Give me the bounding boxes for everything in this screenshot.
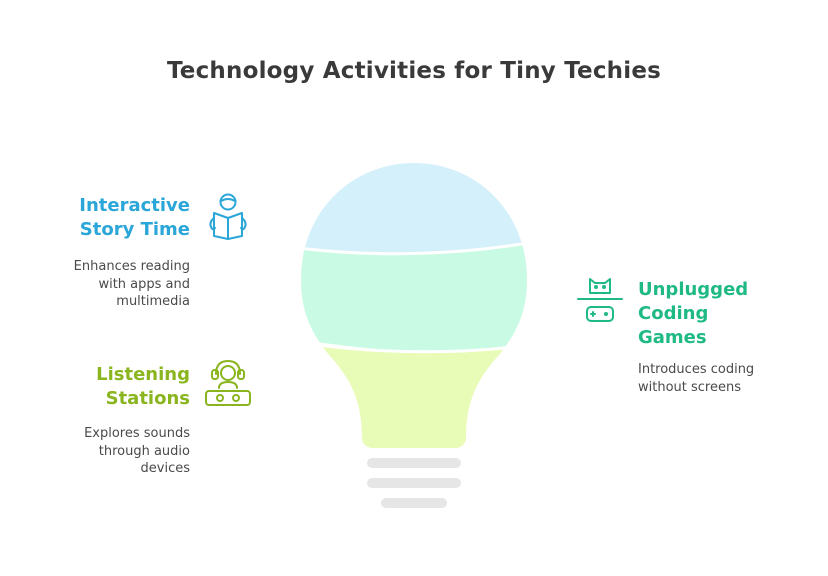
item-description-story-time: Enhances reading with apps and multimedi… xyxy=(73,259,190,309)
bulb-base-ring-3 xyxy=(381,498,447,508)
bulb-section-bottom xyxy=(301,340,527,448)
item-description-coding-games: Introduces coding without screens xyxy=(638,362,755,395)
reading-child-icon xyxy=(209,193,247,240)
bulb-base-ring-1 xyxy=(367,458,461,468)
bulb-base-ring-2 xyxy=(367,478,461,488)
robot-gamepad-icon xyxy=(577,278,623,322)
item-description-listening-stations: Explores sounds through audio devices xyxy=(84,426,190,476)
bulb-section-top xyxy=(301,163,527,260)
bulb-section-middle xyxy=(301,240,527,356)
item-heading-story-time: Interactive Story Time xyxy=(79,195,190,240)
item-heading-listening-stations: Listening Stations xyxy=(96,364,190,409)
diagram-title: Technology Activities for Tiny Techies xyxy=(166,58,662,84)
headphones-icon xyxy=(205,360,251,406)
item-heading-coding-games: Unplugged Coding Games xyxy=(638,279,749,348)
